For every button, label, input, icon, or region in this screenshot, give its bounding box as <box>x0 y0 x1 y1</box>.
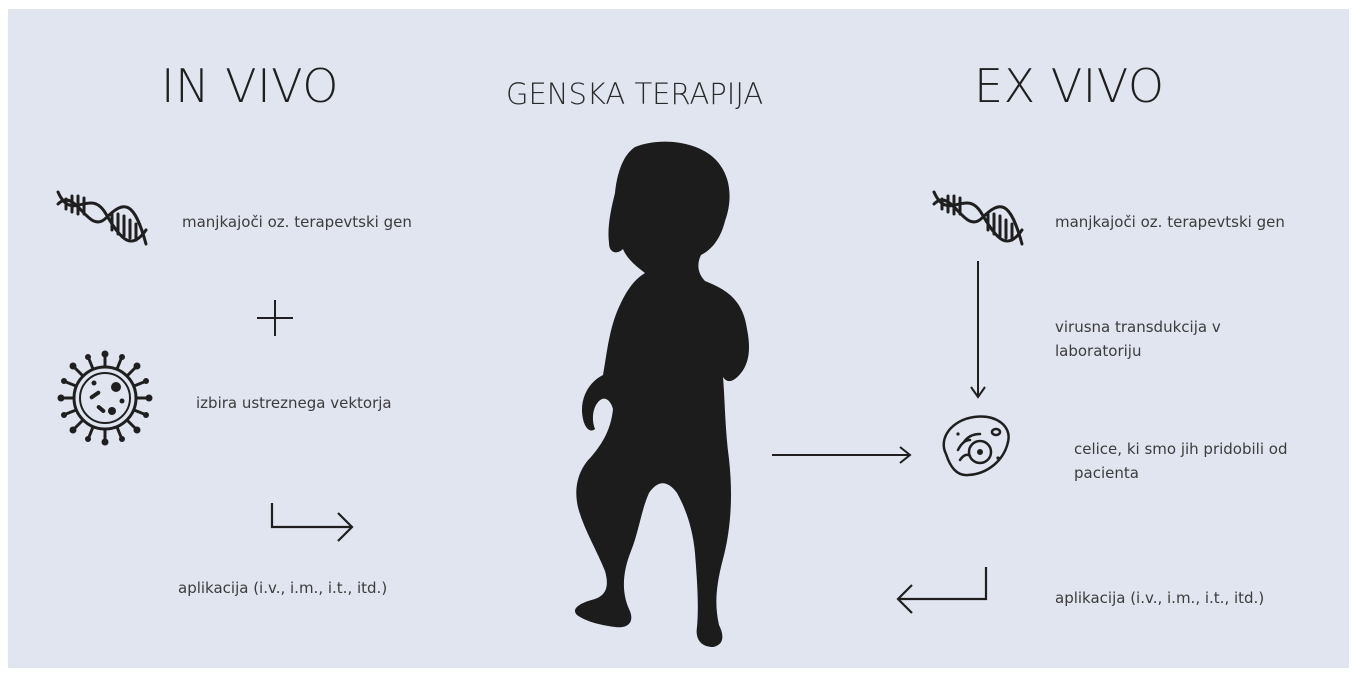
ex-vivo-cells-label: celice, ki smo jih pridobili od pacienta <box>1074 437 1324 485</box>
diagram-title: GENSKA TERAPIJA <box>506 77 763 111</box>
diagram-canvas: IN VIVO GENSKA TERAPIJA EX VIVO manjkajo… <box>8 9 1349 668</box>
down-arrow <box>970 261 986 401</box>
ex-vivo-application-label: aplikacija (i.v., i.m., i.t., itd.) <box>1055 586 1264 610</box>
right-arrow <box>772 445 914 465</box>
in-vivo-gene-label: manjkajoči oz. terapevtski gen <box>182 210 412 234</box>
cell-icon <box>938 414 1012 478</box>
in-vivo-vector-label: izbira ustreznega vektorja <box>196 391 392 415</box>
corner-left-arrow <box>894 567 990 615</box>
in-vivo-application-label: aplikacija (i.v., i.m., i.t., itd.) <box>178 576 387 600</box>
plus-icon <box>255 298 295 338</box>
corner-right-arrow <box>270 503 356 543</box>
ex-vivo-gene-label: manjkajoči oz. terapevtski gen <box>1055 210 1285 234</box>
ex-vivo-heading: EX VIVO <box>974 59 1165 113</box>
dna-icon <box>930 190 1026 248</box>
in-vivo-heading: IN VIVO <box>161 59 339 113</box>
virus-icon <box>56 349 154 447</box>
dna-icon <box>54 190 150 248</box>
ex-vivo-transduction-label: virusna transdukcija v laboratoriju <box>1055 315 1265 363</box>
child-silhouette <box>565 139 765 651</box>
